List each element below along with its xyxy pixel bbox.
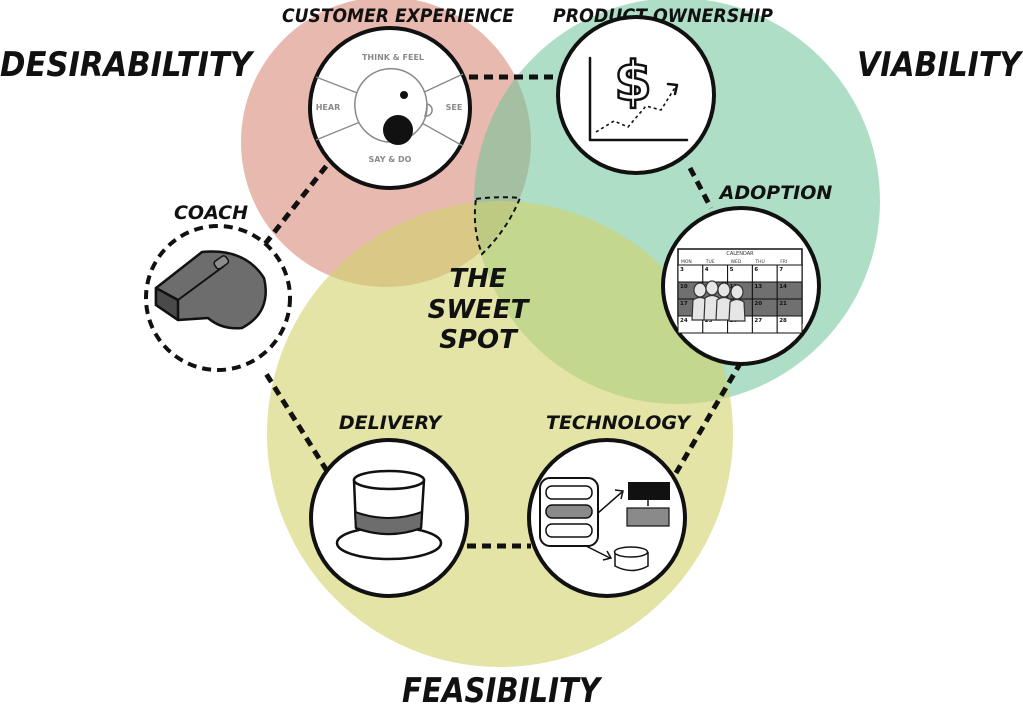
calendar-date: 27 <box>754 318 762 324</box>
viability-title: VIABILITY <box>857 45 1023 85</box>
whistle-icon <box>154 250 267 330</box>
calendar-date: 25 <box>705 318 713 324</box>
calendar-title: CALENDAR <box>726 251 754 257</box>
calendar-day-header: TUE <box>705 259 715 265</box>
dollar-sign-icon: $ <box>614 50 652 113</box>
adoption-node: ADOPTION CALENDAR MON TUE WED THU FRI 3 4 5 6 7 10 1… <box>661 182 833 366</box>
calendar-day-header: THU <box>754 259 764 265</box>
sweet-spot-outline <box>473 196 522 256</box>
growth-chart-icon <box>588 56 689 142</box>
calendar-date: 10 <box>680 284 688 290</box>
customer-experience-label: CUSTOMER EXPERIENCE <box>282 5 514 27</box>
calendar-date: 14 <box>779 284 787 290</box>
sweet-spot-line-1: THE <box>449 264 506 294</box>
empathy-map-icon <box>315 67 464 147</box>
calendar-cell <box>776 315 803 334</box>
calendar-date: 24 <box>680 318 688 324</box>
calendar-day-header: WED <box>731 259 742 265</box>
calendar-date: 6 <box>754 267 758 273</box>
quadrant-think-feel: THINK & FEEL <box>362 53 424 62</box>
architecture-icon <box>539 477 670 572</box>
coach-node: COACH <box>144 202 292 372</box>
calendar-date: 28 <box>779 318 787 324</box>
sweet-spot-line-2: SWEET <box>428 295 531 325</box>
calendar-date: 4 <box>705 267 709 273</box>
calendar-date: 13 <box>754 284 762 290</box>
technology-label: TECHNOLOGY <box>546 412 692 434</box>
calendar-day-header: MON <box>681 259 692 265</box>
customer-experience-node: CUSTOMER EXPERIENCE THINK & FEEL HEAR SE… <box>282 5 514 190</box>
delivery-label: DELIVERY <box>339 412 443 434</box>
team-figures-icon <box>691 280 746 322</box>
calendar-day-header: FRI <box>780 259 787 265</box>
connector-lines <box>262 74 744 549</box>
calendar-date: 3 <box>680 267 684 273</box>
feasibility-title: FEASIBILITY <box>402 671 603 711</box>
top-hat-icon <box>335 469 443 561</box>
sweet-spot-line-3: SPOT <box>439 325 519 355</box>
calendar-date: 21 <box>779 301 787 307</box>
desirability-title: DESIRABILTITY <box>0 45 255 85</box>
calendar-date: 7 <box>779 267 783 273</box>
sweet-spot-label: THE SWEET SPOT <box>428 264 531 355</box>
product-ownership-node: PRODUCT OWNERSHIP $ <box>553 5 773 175</box>
calendar-date: 20 <box>754 301 762 307</box>
calendar-date: 17 <box>680 301 688 307</box>
delivery-node: DELIVERY <box>309 412 469 598</box>
quadrant-say-do: SAY & DO <box>369 155 412 164</box>
quadrant-see: SEE <box>446 103 463 112</box>
quadrant-hear: HEAR <box>316 103 341 112</box>
calendar-date: 5 <box>730 267 734 273</box>
coach-label: COACH <box>174 202 248 224</box>
adoption-label: ADOPTION <box>718 182 833 204</box>
technology-node: TECHNOLOGY <box>527 412 692 598</box>
